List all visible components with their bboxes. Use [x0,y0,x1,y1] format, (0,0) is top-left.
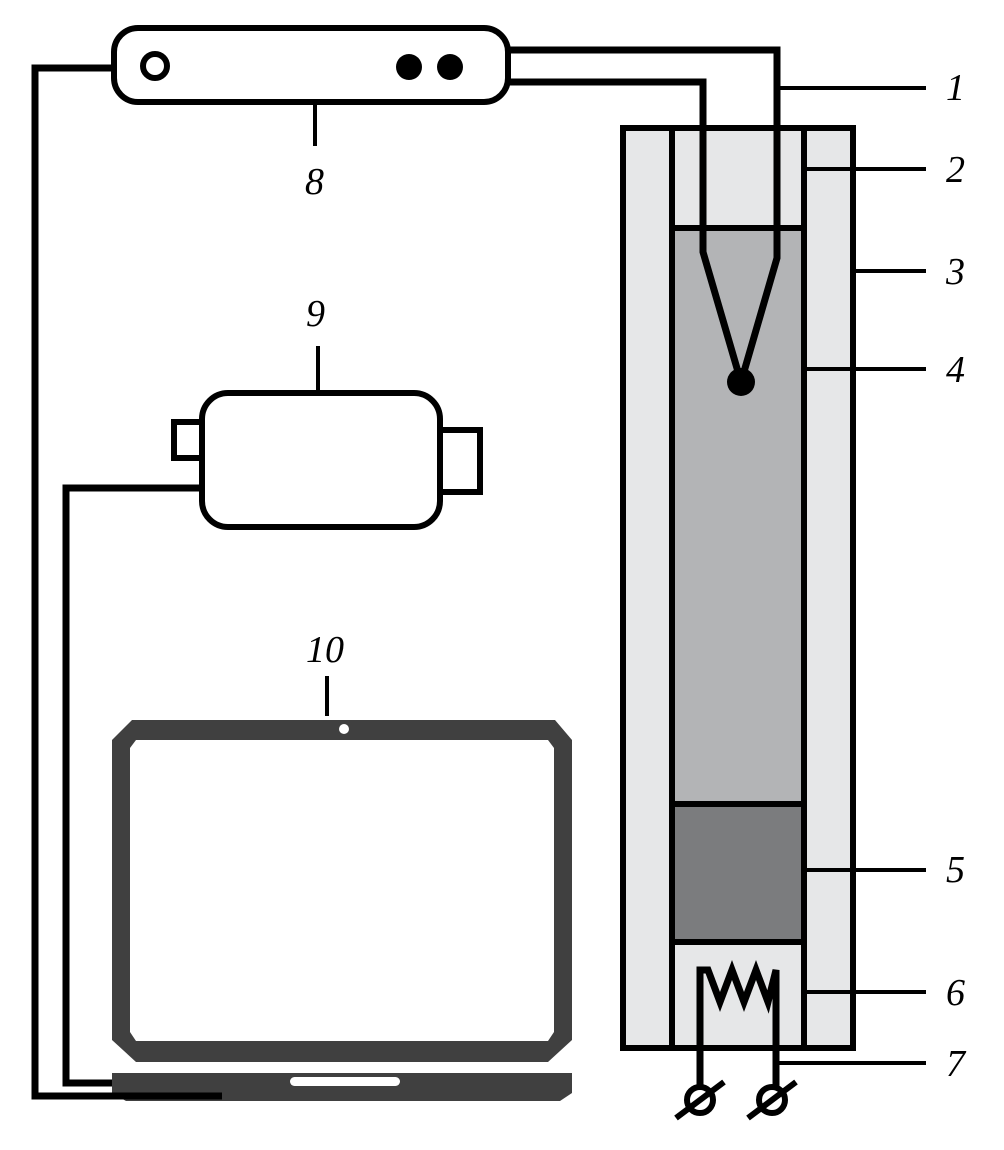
logger-port-open [140,51,170,81]
laptop-screen-bezel [112,720,572,1062]
heating-block [669,801,807,945]
label-3: 3 [945,251,965,293]
label-6: 6 [946,972,965,1014]
label-8: 8 [305,161,324,203]
column-apparatus [508,46,856,1121]
label-4: 4 [946,349,965,391]
data-logger: 8 [111,25,511,203]
cable-logger-to-laptop [31,64,222,1100]
logger-port-filled-2 [437,54,463,80]
cable-power-to-laptop [62,484,202,1087]
thermocouple-wire-a [508,78,745,383]
label-1: 1 [946,67,965,109]
callouts-right: 1 2 3 4 5 6 7 [777,67,967,1085]
thermocouple-wire-b [508,46,781,383]
label-5: 5 [946,849,965,891]
label-10: 10 [306,629,344,671]
heater-coil [696,960,780,1090]
power-unit-connector-left [171,419,205,461]
heater-terminal-left [674,1079,726,1121]
power-unit-connector-right [437,427,483,495]
logger-port-filled-1 [396,54,422,80]
power-unit: 9 [171,293,483,530]
sample-region [669,225,807,807]
heater-terminal-right [746,1079,798,1121]
label-7: 7 [946,1043,967,1085]
thermocouple-junction [727,368,755,396]
label-9: 9 [306,293,325,335]
laptop: 10 [112,629,572,1101]
label-2: 2 [946,149,965,191]
laptop-trackpad-slot [290,1077,400,1086]
inner-tube-headspace [669,125,807,231]
laptop-webcam [339,724,349,734]
laptop-base [112,1073,572,1101]
